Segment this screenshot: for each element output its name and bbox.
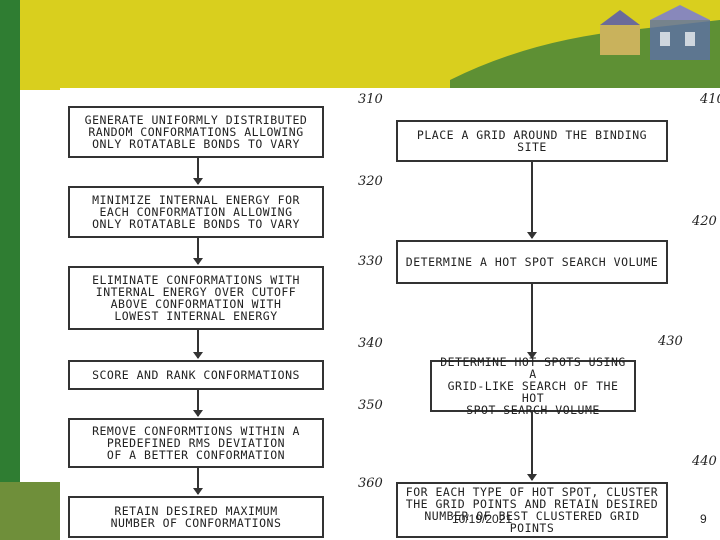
step-box-350: REMOVE CONFORMTIONS WITHIN A PREDEFINED … xyxy=(68,418,324,468)
university-logo xyxy=(0,482,60,540)
ref-label-440: 440 xyxy=(692,454,717,469)
header-band-left xyxy=(20,0,60,90)
step-box-420: DETERMINE A HOT SPOT SEARCH VOLUME xyxy=(396,240,668,284)
arrow-310-320 xyxy=(193,158,203,185)
ref-label-340: 340 xyxy=(358,336,383,351)
step-box-410: PLACE A GRID AROUND THE BINDING SITE xyxy=(396,120,668,162)
ref-label-350: 350 xyxy=(358,398,383,413)
arrow-420-430 xyxy=(527,284,537,359)
arrow-340-350 xyxy=(193,390,203,417)
arrow-330-340 xyxy=(193,330,203,359)
patent-flowchart: GENERATE UNIFORMLY DISTRIBUTED RANDOM CO… xyxy=(60,88,720,540)
ref-label-410: 410 xyxy=(700,92,720,107)
arrow-410-420 xyxy=(527,162,537,239)
step-box-440: FOR EACH TYPE OF HOT SPOT, CLUSTER THE G… xyxy=(396,482,668,538)
ref-label-320: 320 xyxy=(358,174,383,189)
ref-label-430: 430 xyxy=(658,334,683,349)
slide-page-number: 9 xyxy=(700,512,707,526)
ref-label-360: 360 xyxy=(358,476,383,491)
step-box-430: DETERMINE HOT SPOTS USING A GRID-LIKE SE… xyxy=(430,356,636,416)
slide-date: 10/19/2021 xyxy=(452,512,513,526)
step-box-330: ELIMINATE CONFORMATIONS WITH INTERNAL EN… xyxy=(68,266,324,330)
ref-label-330: 330 xyxy=(358,254,383,269)
arrow-320-330 xyxy=(193,238,203,265)
arrow-350-360 xyxy=(193,468,203,495)
step-box-360: RETAIN DESIRED MAXIMUM NUMBER OF CONFORM… xyxy=(68,496,324,538)
step-box-320: MINIMIZE INTERNAL ENERGY FOR EACH CONFOR… xyxy=(68,186,324,238)
step-box-340: SCORE AND RANK CONFORMATIONS xyxy=(68,360,324,390)
ref-label-420: 420 xyxy=(692,214,717,229)
arrow-430-440 xyxy=(527,412,537,481)
building-illustration xyxy=(450,5,720,90)
step-box-310: GENERATE UNIFORMLY DISTRIBUTED RANDOM CO… xyxy=(68,106,324,158)
ref-label-310: 310 xyxy=(358,92,383,107)
sidebar-band xyxy=(0,0,20,540)
